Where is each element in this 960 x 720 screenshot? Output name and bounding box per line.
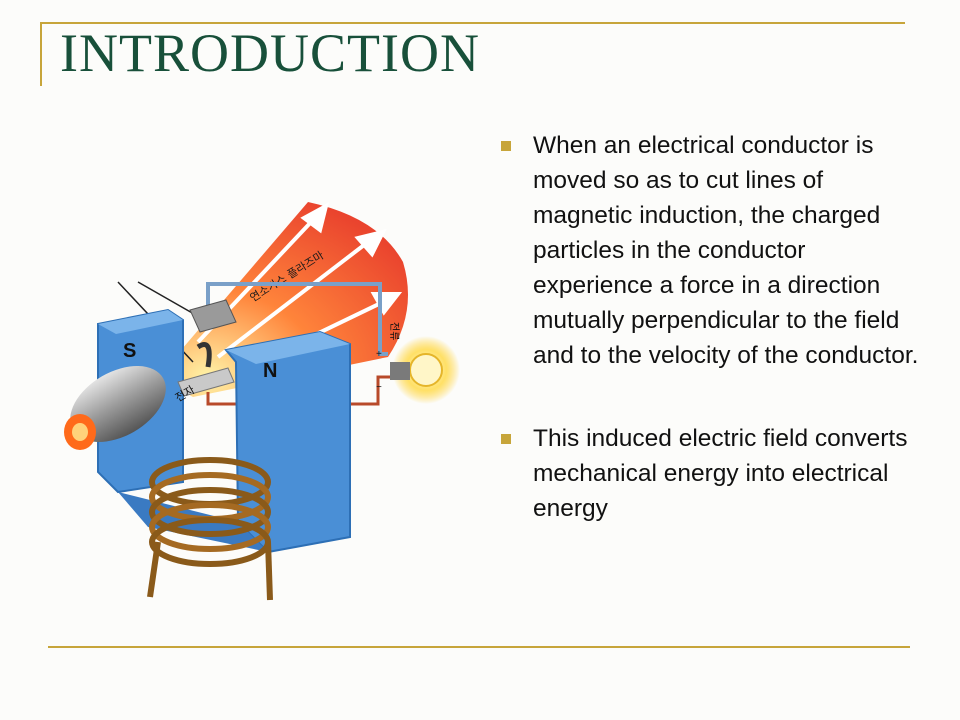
electrode-bottom xyxy=(177,367,235,397)
pole-s-label: S xyxy=(123,340,136,362)
bullet-text: When an electrical conductor is moved so… xyxy=(533,132,919,369)
coil-lead-right xyxy=(265,541,273,601)
slide-title: INTRODUCTION xyxy=(60,23,480,83)
bullet-item: This induced electric field converts mec… xyxy=(497,421,927,526)
mhd-generator-illustration: 연소가스 플라즈마 S N 전자 전류 + − xyxy=(64,202,460,601)
nozzle xyxy=(64,366,166,450)
pole-n-label: N xyxy=(263,360,277,382)
wire-bottom xyxy=(206,375,390,406)
wire-top xyxy=(206,282,388,356)
bottom-rule xyxy=(48,646,910,648)
bullet-marker-icon xyxy=(501,141,511,151)
electron-arrow xyxy=(196,342,212,368)
minus-sign: − xyxy=(376,382,382,393)
top-rule xyxy=(40,22,905,24)
bullet-marker-icon xyxy=(501,434,511,444)
light-bulb-icon xyxy=(390,336,460,404)
electrode-top xyxy=(189,299,237,333)
bullet-item: When an electrical conductor is moved so… xyxy=(497,128,927,373)
plus-sign: + xyxy=(376,349,382,360)
bullet-text: This induced electric field converts mec… xyxy=(533,425,908,522)
coil-lead-left xyxy=(147,541,161,598)
current-label: 전류 xyxy=(388,322,400,340)
left-rule xyxy=(40,22,42,86)
coil xyxy=(149,457,271,567)
bullet-list: When an electrical conductor is moved so… xyxy=(497,128,927,526)
